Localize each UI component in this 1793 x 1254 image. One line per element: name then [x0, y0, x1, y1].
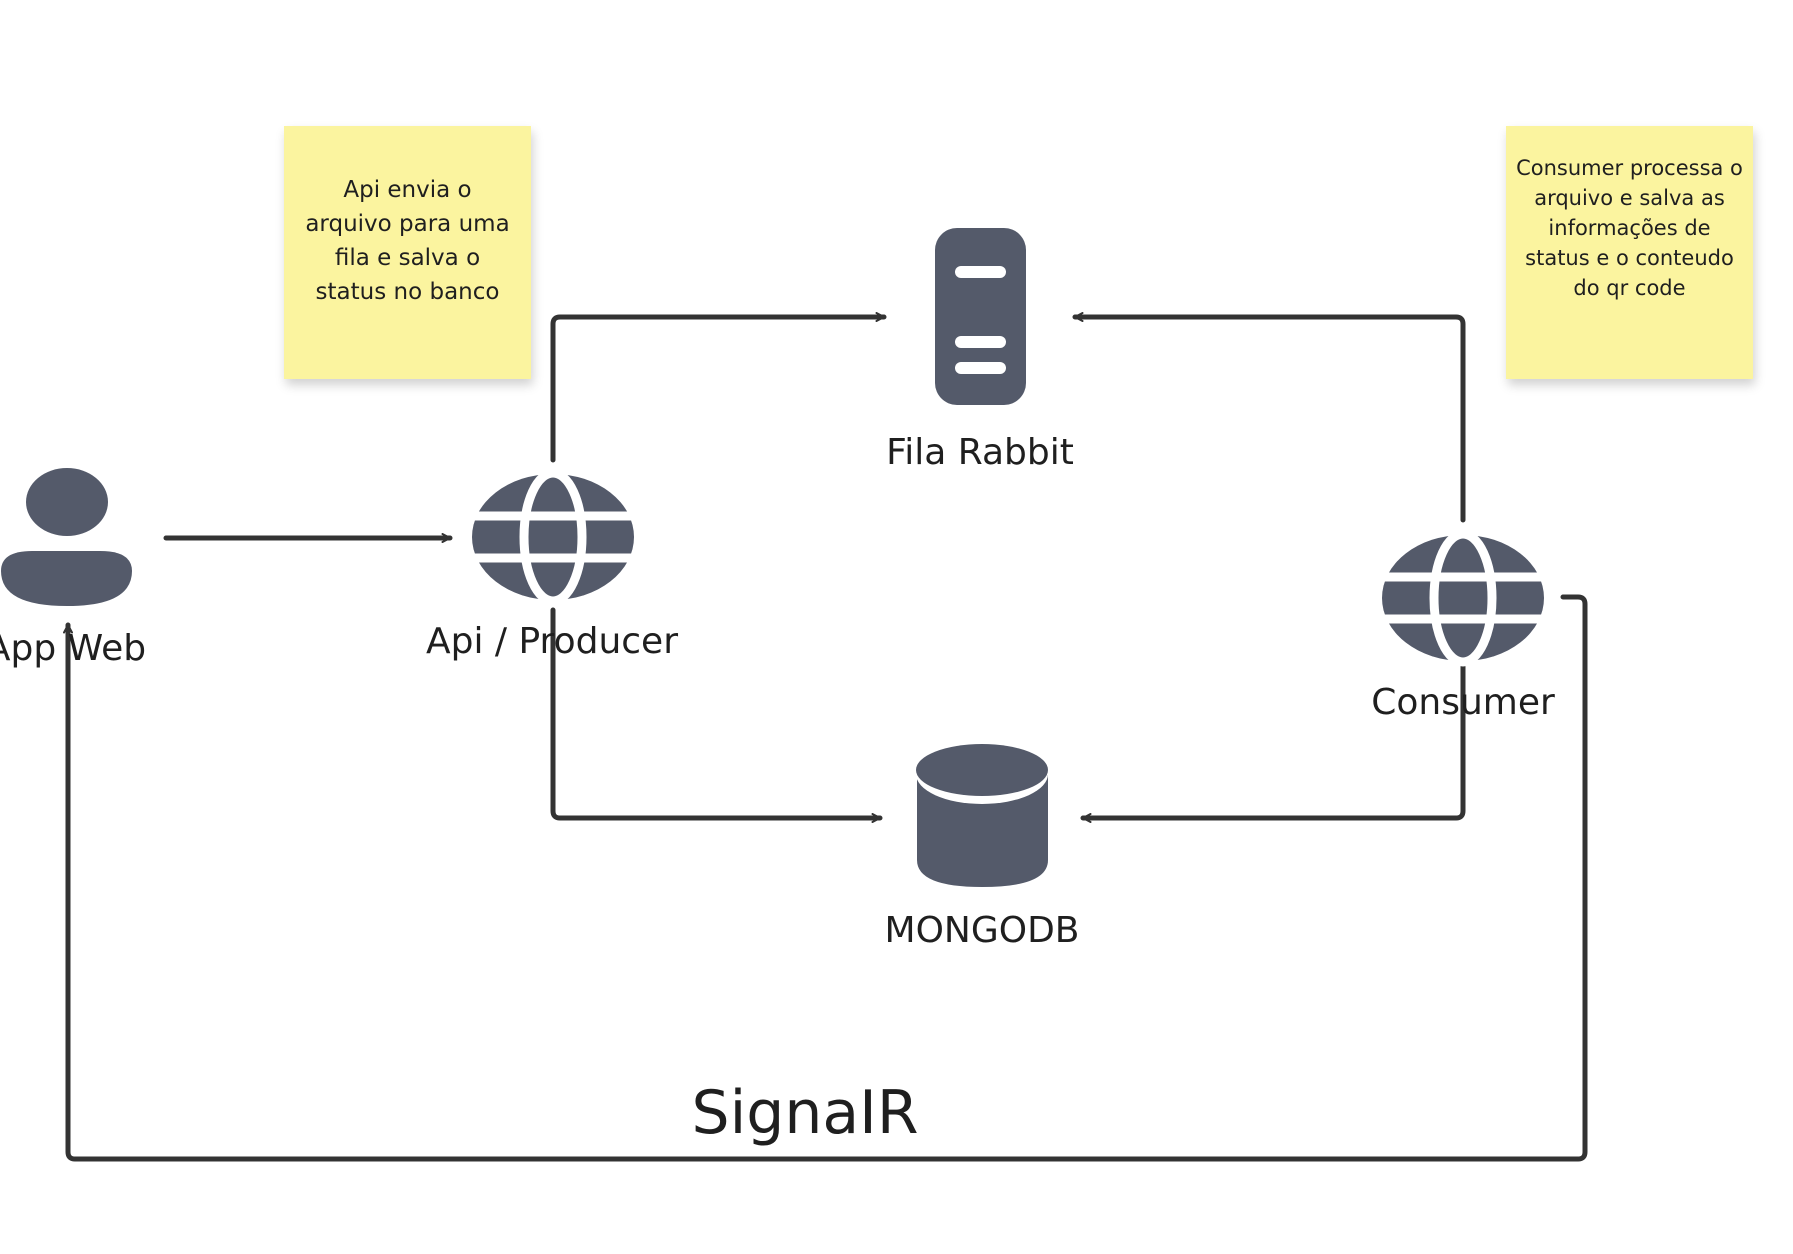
edge-api-to-mongo — [550, 607, 883, 823]
globe-icon — [468, 468, 638, 606]
edge-consumer-to-app-signalr — [63, 594, 1588, 1162]
database-icon — [916, 744, 1048, 887]
sticky-note-consumer-text: Consumer processa o arquivo e salva as i… — [1516, 155, 1743, 300]
server-icon — [935, 228, 1026, 405]
sticky-note-api-text: Api envia o arquivo para uma fila e salv… — [305, 176, 510, 305]
node-label-consumer: Consumer — [1371, 682, 1555, 723]
node-label-fila-rabbit: Fila Rabbit — [886, 432, 1074, 473]
sticky-note-consumer: Consumer processa o arquivo e salva as i… — [1506, 126, 1753, 379]
edge-consumer-to-mongo — [1080, 662, 1466, 823]
edge-label-signalr: SignaIR — [691, 1078, 919, 1148]
node-label-app-web: App Web — [0, 628, 147, 669]
globe-icon — [1378, 529, 1548, 667]
node-label-mongodb: MONGODB — [884, 910, 1080, 951]
edge-api-to-fila — [550, 312, 887, 463]
user-icon — [1, 468, 132, 606]
edge-consumer-to-fila — [1072, 312, 1466, 523]
node-label-api-producer: Api / Producer — [425, 621, 679, 662]
sticky-note-api: Api envia o arquivo para uma fila e salv… — [284, 126, 531, 379]
